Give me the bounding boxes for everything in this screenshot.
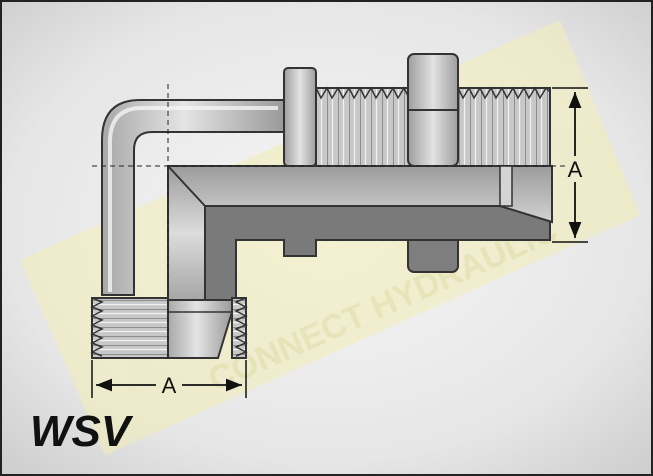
dimension-vertical: A xyxy=(552,87,588,243)
dimension-vertical-label: A xyxy=(568,157,583,182)
bore-cone xyxy=(499,165,513,207)
dimension-horizontal: A xyxy=(91,360,247,398)
elbow-tube-outer xyxy=(101,99,285,296)
part-code-label: WSV xyxy=(30,407,134,456)
collar-upper xyxy=(283,67,317,167)
vertical-thread-crest-left xyxy=(90,297,104,357)
vertical-thread xyxy=(91,297,169,359)
dimension-horizontal-label: A xyxy=(162,373,177,398)
